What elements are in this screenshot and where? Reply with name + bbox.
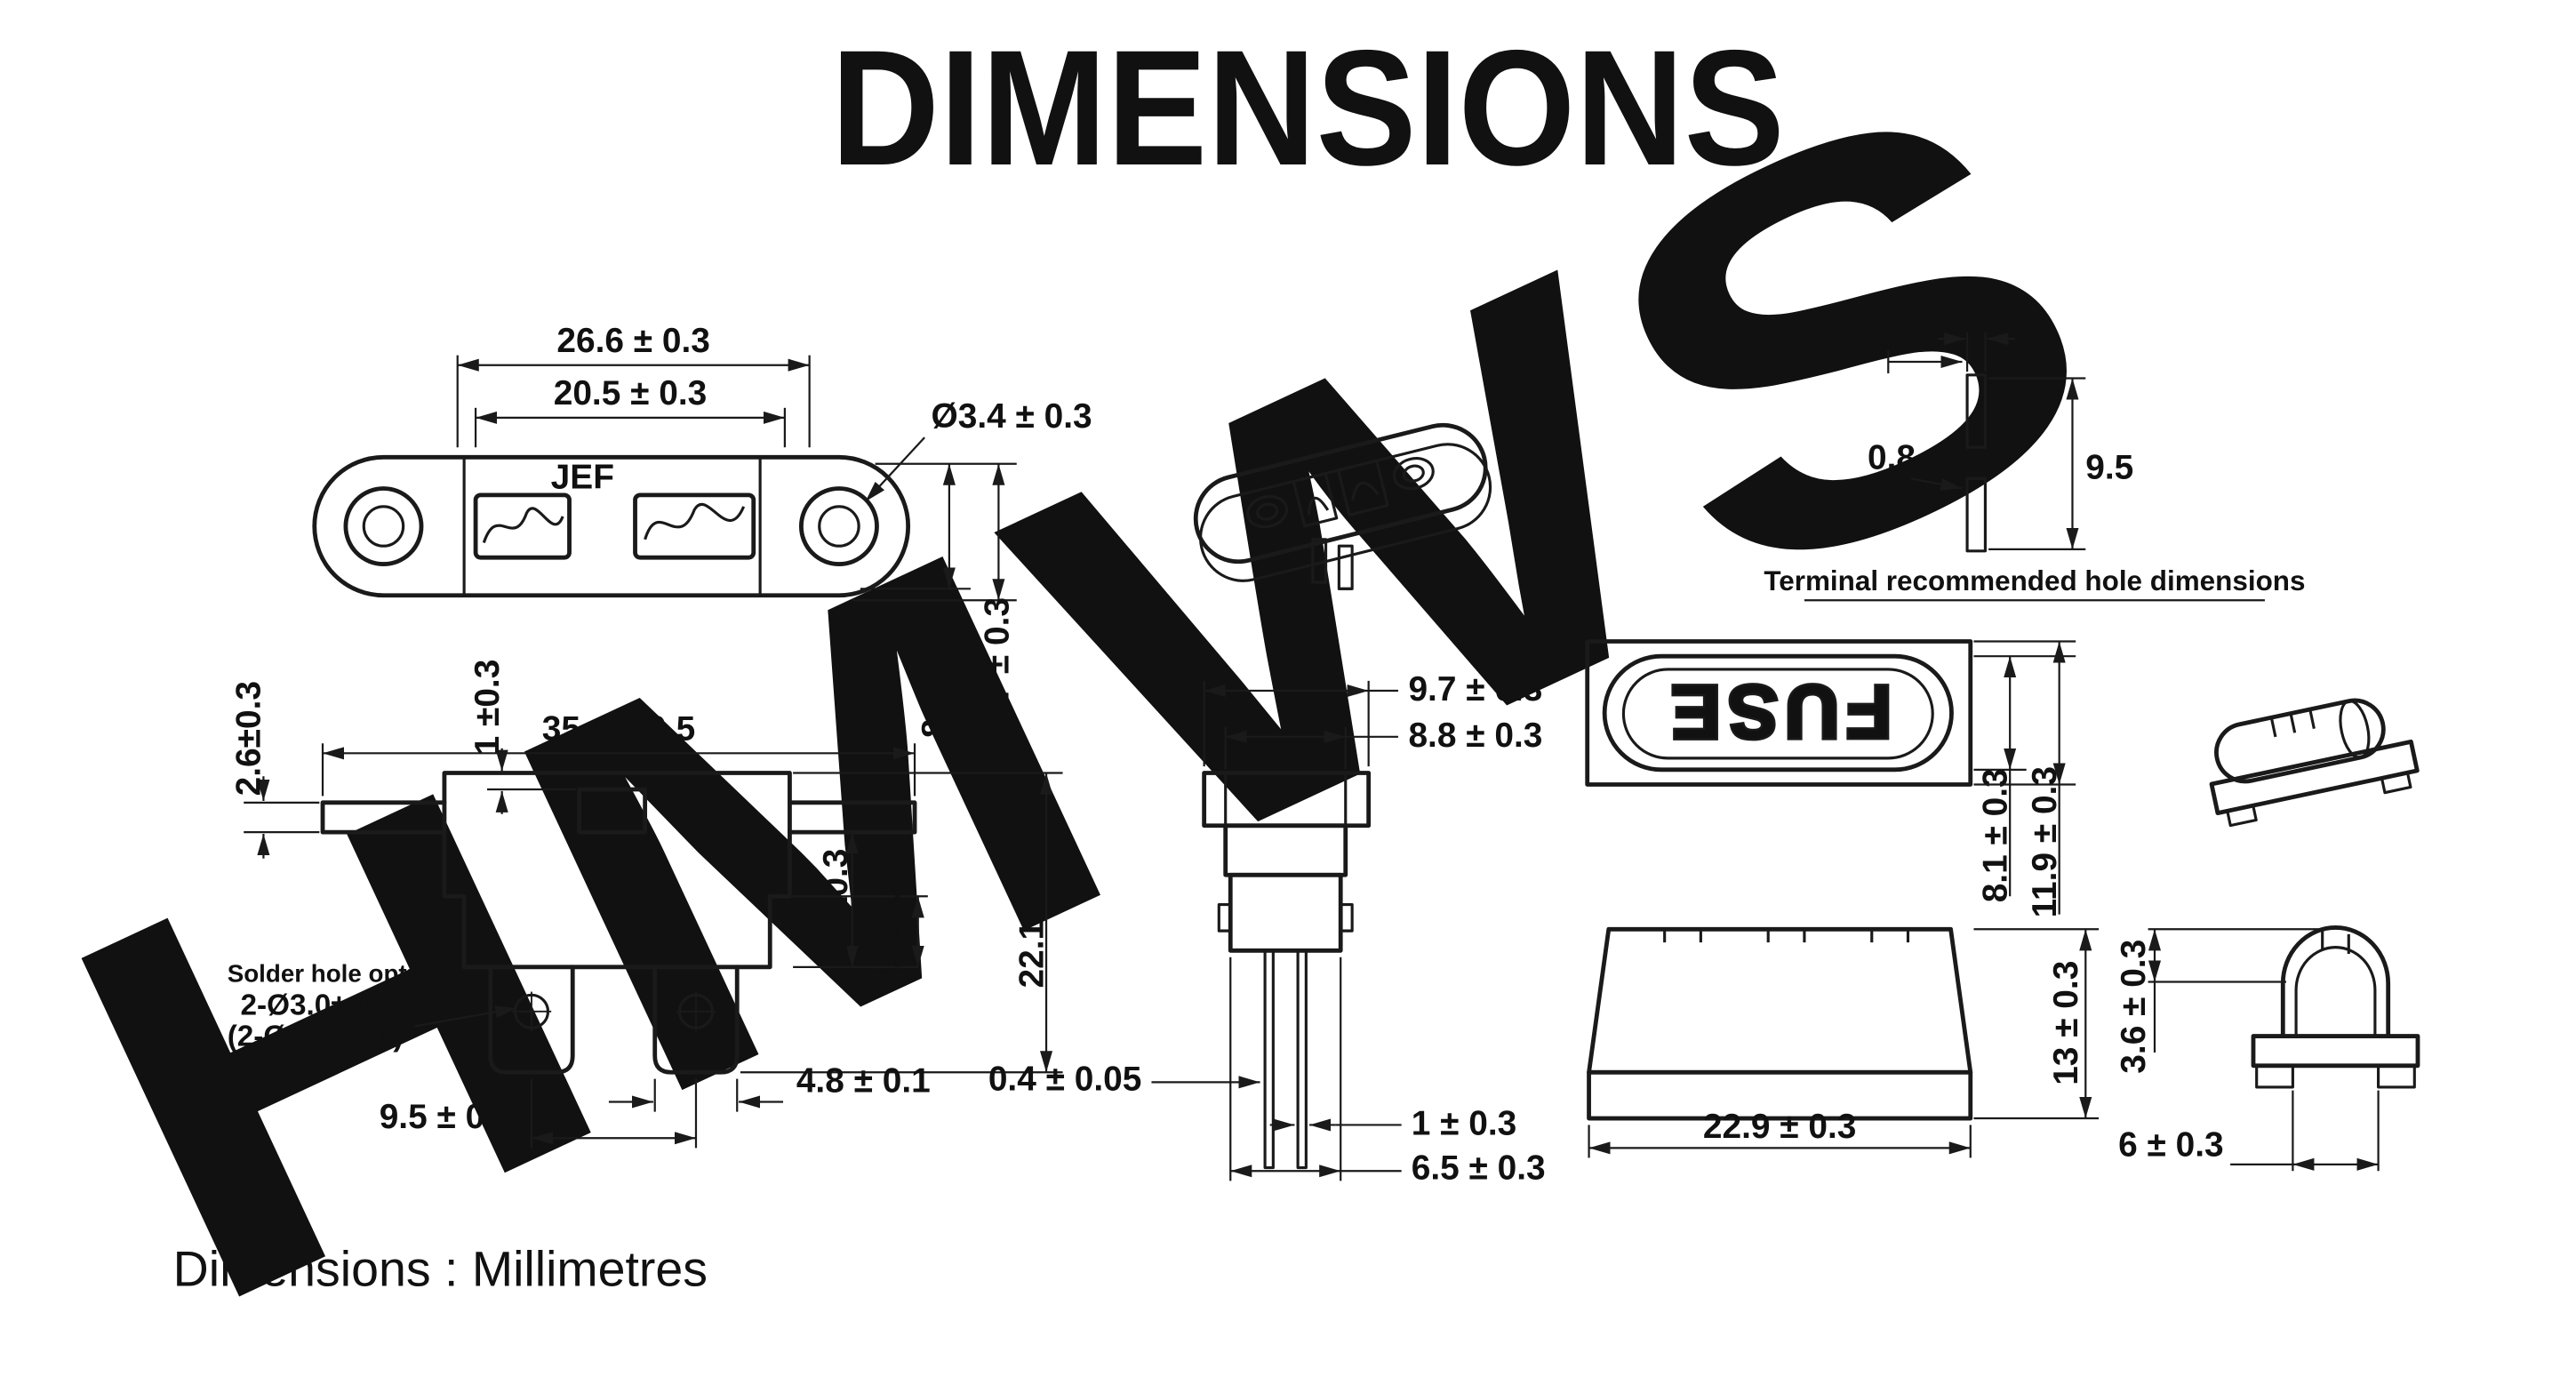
dim-body-depth: 10±0.3 [817,849,855,955]
dim-slot-pitch: 9.5 [2085,448,2133,486]
dim-slot-length: 5.4 [1874,318,1922,356]
dim-fuse-outer-height: 11.9 ± 0.3 [2026,766,2064,917]
dim-body-width: 8.8 ± 0.3 [1408,717,1542,755]
front-view: 2.6±0.3 1 ±0.3 35.4 ± 0.5 10±0.3 4.8±0.3… [228,660,1063,1149]
dim-end-flange: 3.6 ± 0.3 [2115,940,2153,1074]
dim-slot-width: 1.0 [1966,293,2014,332]
dim-hole-diameter: Ø3.4 ± 0.3 [932,397,1092,436]
dim-latch-height: 1 ±0.3 [468,660,507,756]
terminal-hole-view: 1.0 5.4 0.8 9.5 Terminal recommended hol… [1764,293,2305,602]
dim-cover-height: 13 ± 0.3 [2047,961,2085,1085]
dim-pin-thickness: 0.4 ± 0.05 [988,1061,1142,1099]
units-note: Dimensions : Millimetres [173,1242,708,1297]
top-view: JEF 26.6 ± 0.3 20.5 ± 0.3 Ø3.4 ± 0.3 8.8… [312,322,1092,738]
holder-iso-view [1193,422,1492,590]
solder-note-line2: (2-Ø2.0± 0.1) [228,1021,404,1053]
dim-inner-width: 20.5 ± 0.3 [554,374,708,412]
dim-total-width: 35.4 ± 0.5 [542,710,696,749]
part-label-jef: JEF [551,458,614,496]
dim-outer-width: 26.6 ± 0.3 [556,322,710,360]
dim-fuse-inner-height: 8.1 ± 0.3 [1976,768,2014,902]
side-view: 9.7 ± 0.3 8.8 ± 0.3 0.4 ± 0.05 1 ± 0.3 6… [988,670,1546,1187]
dim-slot-thickness: 0.8 [1868,438,1916,476]
page-title: DIMENSIONS [831,17,1785,200]
dim-leg-width: 4.8 ± 0.1 [796,1061,931,1100]
dim-pin-width: 1 ± 0.3 [1412,1105,1517,1143]
fuse-iso-view [2209,698,2420,828]
dim-tab-thickness: 2.6±0.3 [230,681,268,796]
terminal-caption: Terminal recommended hole dimensions [1764,565,2305,596]
dim-pin-span: 6.5 ± 0.3 [1412,1149,1546,1187]
dim-leg-pitch: 9.5 ± 0.5 [380,1098,514,1136]
dim-step-height: 4.8±0.3 [869,873,908,988]
solder-note-title: Solder hole option: [228,959,452,987]
dim-height-inner: 8.8 ± 0.3 [916,604,954,738]
part-label-fuse: FUSE [1664,668,1892,753]
dim-cover-width: 22.9 ± 0.3 [1703,1108,1857,1146]
dim-flange-width: 9.7 ± 0.3 [1408,670,1542,709]
dim-height-outer: 9.7 ± 0.3 [978,597,1016,732]
dim-total-height: 22.1±0.3 [1012,854,1051,989]
cover-end-view: 3.6 ± 0.3 6 ± 0.3 [2115,925,2420,1172]
cover-side-view: 13 ± 0.3 22.9 ± 0.3 [1587,926,2100,1158]
dim-end-foot-gap: 6 ± 0.3 [2118,1126,2224,1165]
solder-note-line1: 2-Ø3.0± 0.1 [241,989,397,1021]
fuse-top-view: FUSE 8.1 ± 0.3 11.9 ± 0.3 [1585,639,2076,917]
